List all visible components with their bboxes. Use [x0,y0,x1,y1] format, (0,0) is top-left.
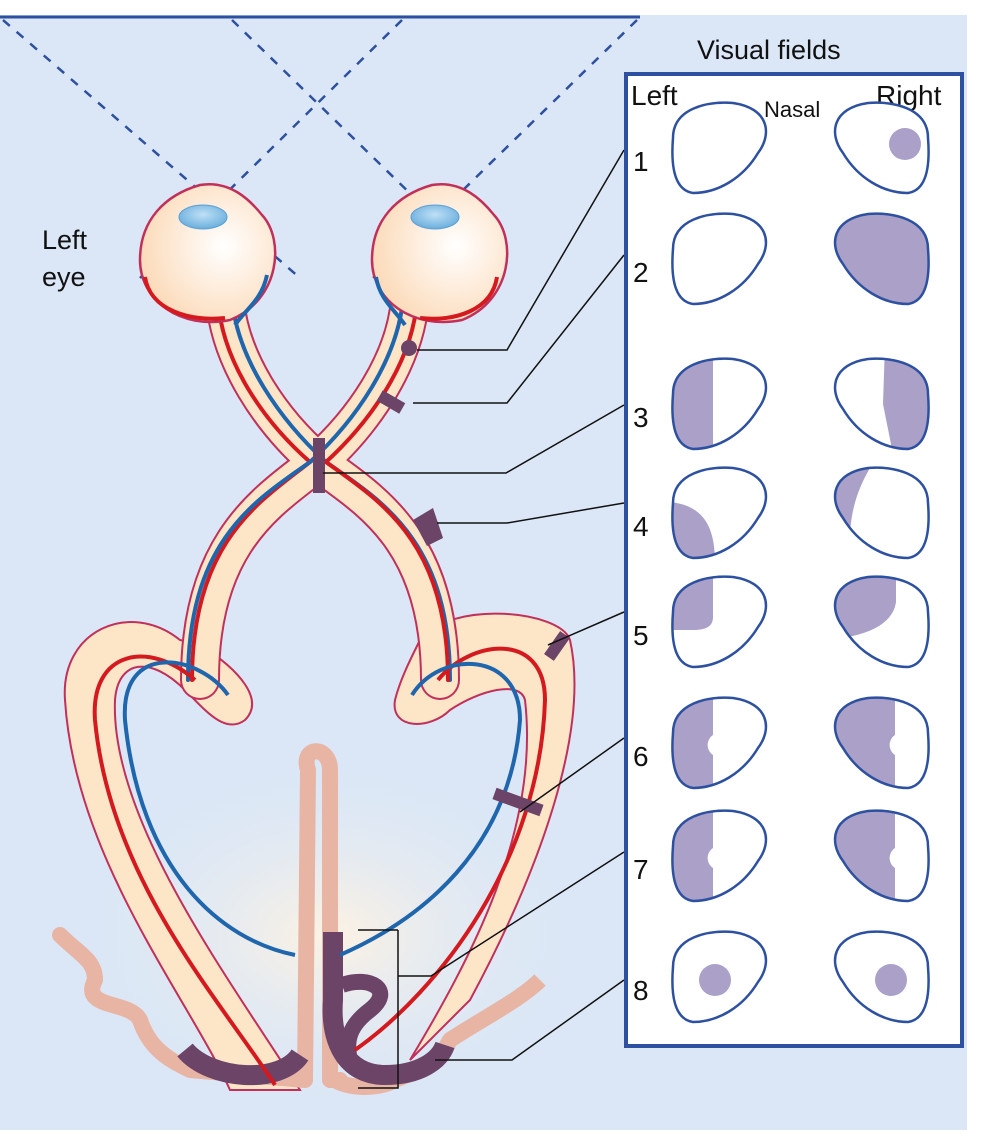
field-outline [833,212,930,306]
lesion-1 [401,340,417,356]
row-number: 7 [633,854,649,885]
field-right-row-3 [833,357,930,451]
panel-title: Visual fields [697,35,841,65]
row-number: 8 [633,975,649,1006]
field-left-row-1 [671,101,768,195]
field-defect [672,697,713,788]
field-outline [671,930,768,1024]
field-outline [671,696,768,790]
field-outline [671,357,768,451]
lesion-4 [413,508,443,546]
field-outline [833,930,930,1024]
field-outline [833,101,930,195]
row-number: 1 [633,146,649,177]
field-outline [833,696,930,790]
field-defect [875,964,907,996]
lesion-2 [376,390,406,414]
field-outline [671,466,768,560]
field-right-row-2 [833,212,930,306]
field-left-row-7 [671,809,768,903]
field-outline [671,101,768,195]
field-left-row-3 [671,357,768,451]
field-defect [889,128,921,160]
field-right-row-5 [833,575,930,669]
left-eye-label: Left eye [42,222,87,296]
optic-radiations [63,612,576,1091]
field-right-row-8 [833,930,930,1024]
field-defect [835,467,880,553]
field-defect [672,810,713,901]
field-defect [672,501,715,558]
field-defect [699,964,731,996]
field-right-row-4 [833,466,930,560]
left-eyeball [138,182,277,327]
field-outline [671,575,768,669]
field-defect [883,358,929,449]
row-number: 3 [633,402,649,433]
left-eye-label-line1: Left [42,225,88,255]
field-left-row-5 [671,575,768,669]
lesion-6 [492,787,544,817]
row-number: 4 [633,511,649,542]
field-left-row-2 [671,212,768,306]
field-outline [671,809,768,903]
field-left-row-4 [671,466,768,560]
field-outline [671,212,768,306]
field-outline [833,575,930,669]
field-right-row-1 [833,101,930,195]
row-number: 5 [633,620,649,651]
row-number: 2 [633,257,649,288]
leader-lines [323,149,625,1089]
lesion-3 [313,438,325,493]
row-number: 6 [633,741,649,772]
field-right-row-6 [833,696,930,790]
column-left-label: Left [631,80,678,111]
field-left-row-6 [671,696,768,790]
radiation-fibers [92,646,548,1087]
right-eyeball [370,182,509,327]
field-right-row-7 [833,809,930,903]
field-defect [672,358,713,449]
field-left-row-8 [671,930,768,1024]
nasal-label: Nasal [764,97,821,122]
lesion-markers [313,340,570,817]
occipital-cortex [52,743,546,1095]
field-outline [833,357,930,451]
left-eye-label-line2: eye [42,262,86,292]
field-outline [833,809,930,903]
field-outline [833,466,930,560]
